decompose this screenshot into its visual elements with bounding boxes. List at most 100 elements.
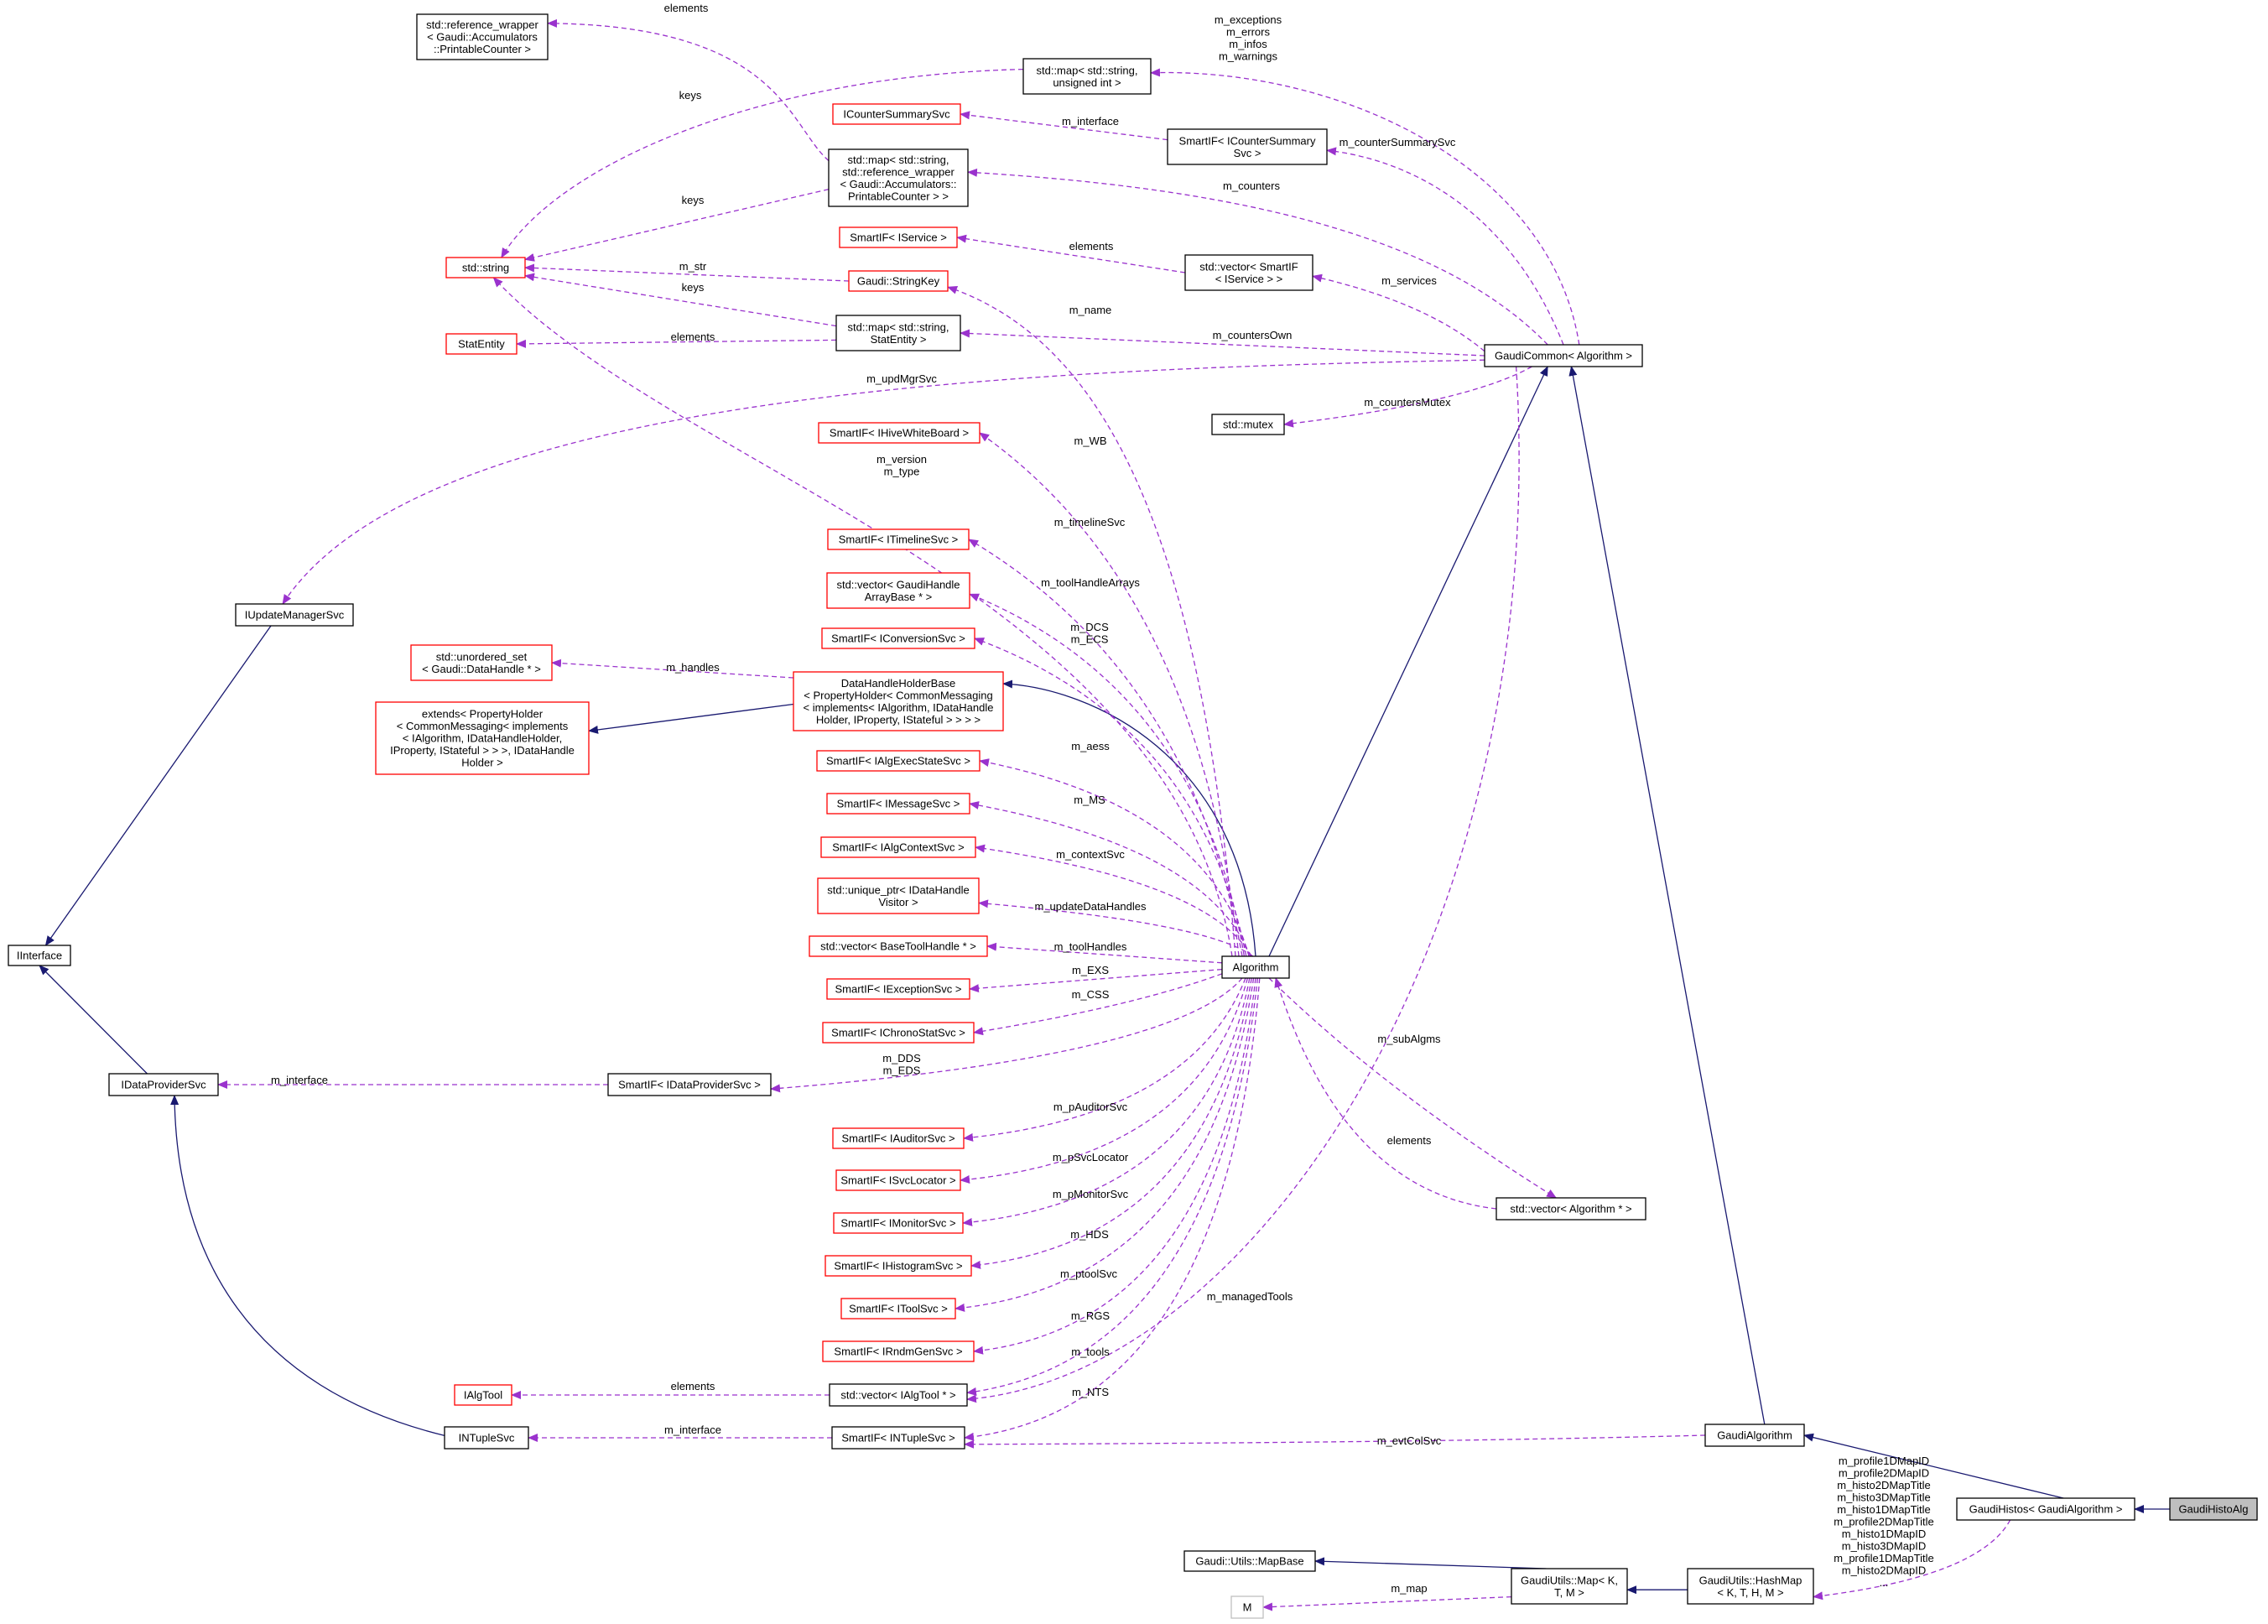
node-SmartIF-IHiveWhiteBoard[interactable]: SmartIF< IHiveWhiteBoard > (818, 422, 981, 444)
node-HashMap[interactable]: GaudiUtils::HashMap< K, T, H, M > (1687, 1568, 1814, 1605)
node-label-line: Gaudi::Utils::MapBase (1195, 1555, 1303, 1568)
node-SmartIF-IRndmGenSvc[interactable]: SmartIF< IRndmGenSvc > (822, 1340, 975, 1362)
node-M[interactable]: M (1230, 1595, 1264, 1619)
node-SmartIF-IHistogramSvc[interactable]: SmartIF< IHistogramSvc > (824, 1255, 972, 1277)
node-SmartIF-ISvcLocator[interactable]: SmartIF< ISvcLocator > (835, 1169, 961, 1191)
node-SmartIF-IAlgContextSvc[interactable]: SmartIF< IAlgContextSvc > (820, 836, 976, 858)
node-box (1484, 344, 1643, 367)
node-GaudiAlgorithm[interactable]: GaudiAlgorithm (1704, 1424, 1805, 1447)
node-SmartIF-ITimelineSvc[interactable]: SmartIF< ITimelineSvc > (827, 528, 970, 550)
node-MapBase[interactable]: Gaudi::Utils::MapBase (1183, 1550, 1316, 1572)
edge-label-WB: m_WB (1074, 435, 1107, 447)
node-label-line: std::reference_wrapper (842, 165, 955, 178)
node-GaudiHistoAlg[interactable]: GaudiHistoAlg (2169, 1497, 2258, 1521)
node-label-line: GaudiCommon< Algorithm > (1495, 350, 1632, 362)
node-SmartIF-IAlgExecStateSvc[interactable]: SmartIF< IAlgExecStateSvc > (816, 750, 981, 772)
node-Map-KTM[interactable]: GaudiUtils::Map< K,T, M > (1511, 1568, 1628, 1605)
edge-label-toolHandleArrays: m_toolHandleArrays (1041, 576, 1140, 589)
edge-label-line: m_managedTools (1207, 1290, 1293, 1303)
node-box (835, 1169, 961, 1191)
node-DataHandleHolderBase[interactable]: DataHandleHolderBase< PropertyHolder< Co… (793, 671, 1004, 731)
node-StatEntity[interactable]: StatEntity (445, 333, 518, 355)
node-SmartIF-IToolSvc[interactable]: SmartIF< IToolSvc > (840, 1298, 956, 1320)
node-vector-Algorithm[interactable]: std::vector< Algorithm * > (1496, 1197, 1646, 1221)
node-box (1183, 1550, 1316, 1572)
node-box (829, 1383, 968, 1407)
node-label-line: std::vector< SmartIF (1199, 260, 1298, 273)
node-IInterface[interactable]: IInterface (8, 945, 71, 966)
node-map-str-uint[interactable]: std::map< std::string,unsigned int > (1022, 58, 1152, 95)
edge-label-line: m_tools (1071, 1346, 1110, 1358)
node-vector-SmartIF-IService[interactable]: std::vector< SmartIF< IService > > (1184, 254, 1313, 291)
node-label-line: < IService > > (1215, 273, 1283, 285)
node-label-line: SmartIF< ICounterSummary (1179, 134, 1316, 147)
node-SmartIF-IMonitorSvc[interactable]: SmartIF< IMonitorSvc > (833, 1212, 964, 1234)
node-vector-BaseToolHandle[interactable]: std::vector< BaseToolHandle * > (809, 935, 988, 957)
node-IUpdateManagerSvc[interactable]: IUpdateManagerSvc (235, 603, 354, 627)
usage-edge-GaudiCommon-to-vector_SmartIF_IService (1312, 273, 1485, 352)
node-SmartIF-IService[interactable]: SmartIF< IService > (839, 226, 958, 248)
node-SmartIF-IChronoStatSvc[interactable]: SmartIF< IChronoStatSvc > (822, 1022, 975, 1044)
node-StringKey[interactable]: Gaudi::StringKey (848, 270, 949, 292)
node-SmartIF-IExceptionSvc[interactable]: SmartIF< IExceptionSvc > (826, 978, 970, 1000)
node-IAlgTool[interactable]: IAlgTool (454, 1384, 512, 1406)
node-label-line: < Gaudi::DataHandle * > (422, 663, 541, 675)
node-string[interactable]: std::string (445, 257, 526, 278)
usage-edge-GaudiCommon-to-SmartIF_ICounterSummarySvc (1326, 147, 1564, 346)
node-box (848, 270, 949, 292)
edge-label-line: m_EDS (883, 1064, 921, 1077)
edge-label-line: elements (1069, 240, 1114, 252)
node-box (1704, 1424, 1805, 1447)
node-IDataProviderSvc[interactable]: IDataProviderSvc (108, 1073, 219, 1096)
node-label: SmartIF< IMessageSvc > (837, 798, 960, 810)
node-SmartIF-IMessageSvc[interactable]: SmartIF< IMessageSvc > (826, 793, 970, 815)
node-label-line: SmartIF< IMonitorSvc > (840, 1217, 955, 1230)
edge-label-pSvcLocator: m_pSvcLocator (1053, 1151, 1129, 1163)
node-label: M (1243, 1601, 1252, 1614)
node-label-line: GaudiHistos< GaudiAlgorithm > (1969, 1503, 2123, 1516)
node-vector-IAlgTool[interactable]: std::vector< IAlgTool * > (829, 1383, 968, 1407)
usage-edge-Algorithm-to-SmartIF_IMonitorSvc (962, 977, 1251, 1226)
edge-label-line: m_histo3DMapTitle (1837, 1491, 1931, 1504)
edge-label-line: m_profile2DMapTitle (1834, 1516, 1933, 1528)
node-label-line: extends< PropertyHolder (422, 708, 544, 721)
edge-label-line: elements (671, 1380, 715, 1392)
node-map-StatEntity[interactable]: std::map< std::string,StatEntity > (835, 315, 961, 351)
node-SmartIF-IAuditorSvc[interactable]: SmartIF< IAuditorSvc > (832, 1127, 965, 1149)
node-SmartIF-IDataProviderSvc[interactable]: SmartIF< IDataProviderSvc > (607, 1073, 772, 1096)
edge-label-timelineSvc: m_timelineSvc (1054, 516, 1126, 528)
usage-edge-Algorithm-to-SmartIF_INTupleSvc (964, 977, 1261, 1441)
node-unordered-set-DataHandle[interactable]: std::unordered_set< Gaudi::DataHandle * … (410, 644, 553, 681)
node-GaudiCommon[interactable]: GaudiCommon< Algorithm > (1484, 344, 1643, 367)
node-label-line: std::vector< IAlgTool * > (840, 1389, 955, 1402)
node-label-line: Svc > (1234, 147, 1261, 159)
edge-label-handles: m_handles (666, 661, 720, 674)
node-box (826, 978, 970, 1000)
edge-label-services: m_services (1381, 274, 1437, 287)
node-Algorithm[interactable]: Algorithm (1221, 955, 1290, 979)
node-refwrap[interactable]: std::reference_wrapper< Gaudi::Accumulat… (416, 13, 549, 60)
edge-label-line: m_name (1069, 304, 1112, 316)
node-box (827, 528, 970, 550)
node-label: SmartIF< IAlgExecStateSvc > (826, 755, 970, 768)
node-SmartIF-INTupleSvc[interactable]: SmartIF< INTupleSvc > (831, 1426, 965, 1450)
usage-edge-Algorithm-to-vector_GaudiHandleArrayBase (969, 593, 1246, 957)
node-mutex[interactable]: std::mutex (1211, 414, 1285, 435)
node-label: DataHandleHolderBase< PropertyHolder< Co… (804, 677, 994, 726)
node-SmartIF-IConversionSvc[interactable]: SmartIF< IConversionSvc > (821, 627, 975, 649)
node-label-line: SmartIF< IRndmGenSvc > (834, 1346, 962, 1358)
node-GaudiHistos[interactable]: GaudiHistos< GaudiAlgorithm > (1956, 1497, 2135, 1521)
node-map-refwrap[interactable]: std::map< std::string,std::reference_wra… (828, 148, 969, 207)
node-INTupleSvc[interactable]: INTupleSvc (444, 1426, 529, 1450)
node-extends-PropertyHolder[interactable]: extends< PropertyHolder< CommonMessaging… (375, 701, 590, 775)
node-label-line: std::map< std::string, (1036, 64, 1137, 76)
node-ICounterSummarySvc[interactable]: ICounterSummarySvc (832, 103, 961, 125)
edge-label-m-str: m_str (679, 260, 707, 273)
node-box (820, 836, 976, 858)
node-label-line: M (1243, 1601, 1252, 1614)
node-label-line: ArrayBase * > (865, 591, 933, 603)
